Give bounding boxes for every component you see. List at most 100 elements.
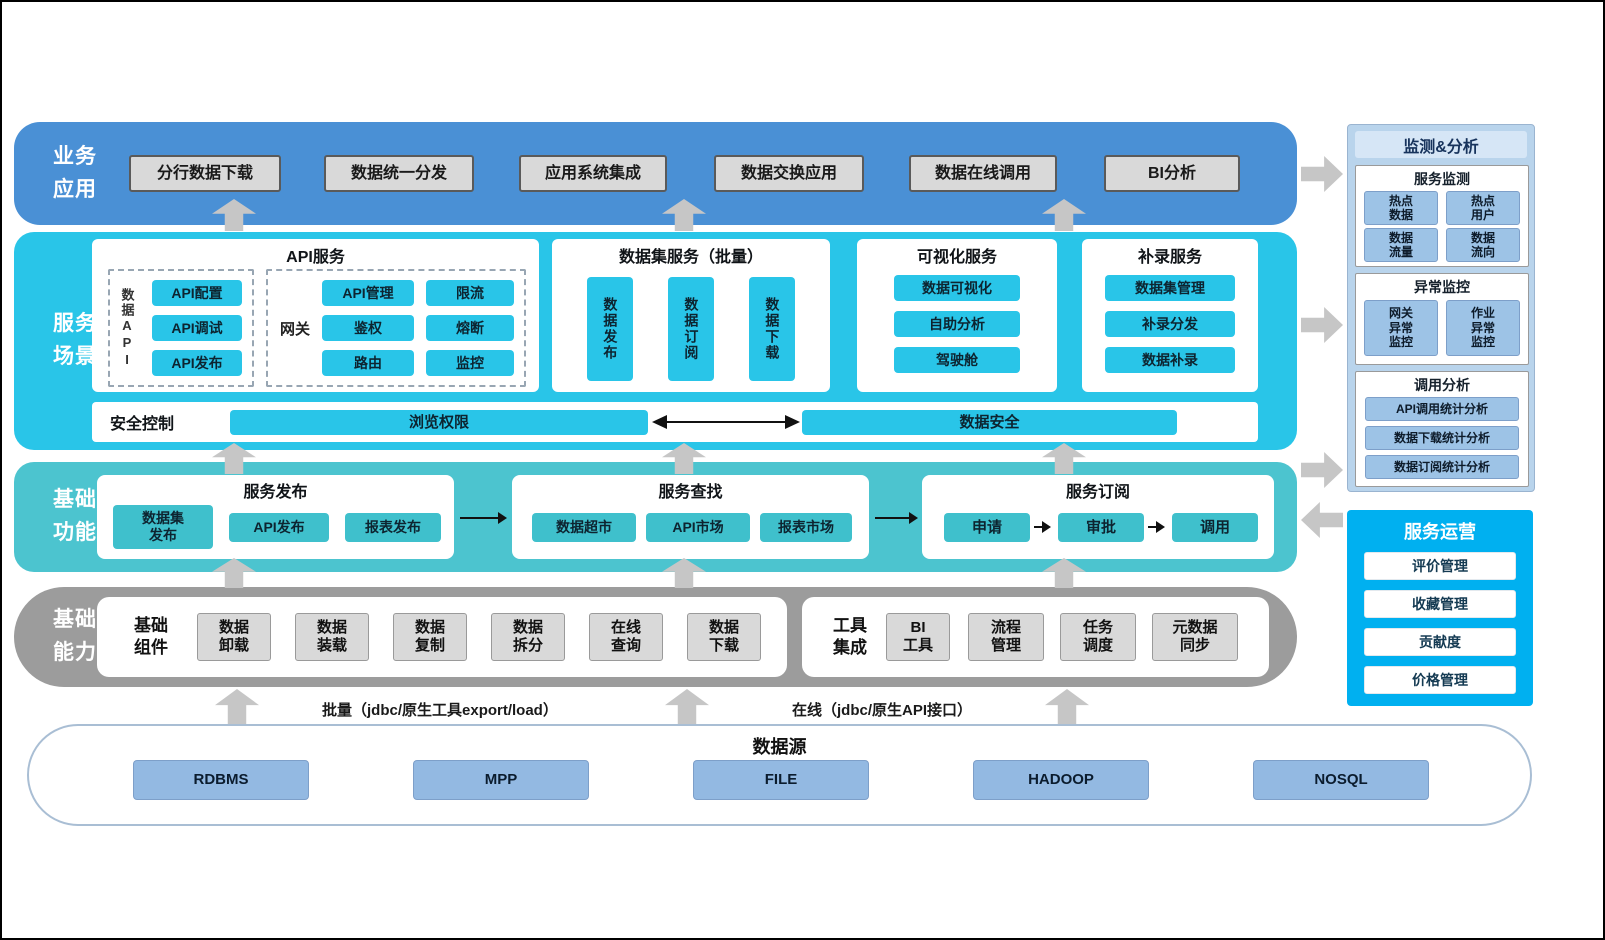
supplement-node: 数据集管理 [1105,275,1235,301]
call-analysis-title: 调用分析 [1414,377,1470,393]
tool-node: 任务 调度 [1060,613,1136,661]
gateway-node: 路由 [322,350,414,376]
component-node: 在线 查询 [589,613,663,661]
business-app-node: 数据在线调用 [909,155,1057,192]
flow-arrow-icon [1034,521,1051,533]
panel-service-subscribe: 服务订阅 申请 审批 调用 [922,475,1274,559]
right-arrow-icon [1301,307,1343,343]
tool-node: 元数据 同步 [1152,613,1238,661]
monitor-node: 数据 流向 [1446,228,1520,262]
tool-integration-label: 工具 集成 [833,615,867,657]
flow-arrow-icon [875,512,918,524]
monitor-node: 热点 用户 [1446,191,1520,225]
panel-visual-service: 可视化服务 数据可视化 自助分析 驾驶舱 [857,239,1057,392]
supplement-node: 数据补录 [1105,347,1235,373]
panel-supplement-service: 补录服务 数据集管理 补录分发 数据补录 [1082,239,1258,392]
call-analysis-box: 调用分析 API调用统计分析 数据下载统计分析 数据订阅统计分析 [1355,371,1529,487]
datasource-node: HADOOP [973,760,1149,800]
visual-node: 数据可视化 [894,275,1020,301]
subscribe-node: 申请 [944,513,1030,542]
tool-node: BI 工具 [886,613,950,661]
analysis-node: 数据下载统计分析 [1365,426,1519,450]
gateway-node: API管理 [322,280,414,306]
dataset-node: 数据下载 [749,277,795,381]
business-app-node: 应用系统集成 [519,155,667,192]
right-arrow-icon [1301,156,1343,192]
monitor-node: 数据 流量 [1364,228,1438,262]
layer-functions-label: 基础 功能 [53,488,97,544]
search-node: 数据超市 [532,513,636,542]
panel-service-publish: 服务发布 数据集 发布 API发布 报表发布 [97,475,454,559]
search-node: 报表市场 [760,513,852,542]
component-node: 数据 复制 [393,613,467,661]
gateway-node: 熔断 [426,315,514,341]
business-app-node: BI分析 [1104,155,1240,192]
operation-node: 贡献度 [1364,628,1516,656]
operation-node: 价格管理 [1364,666,1516,694]
right-arrow-icon [1301,452,1343,488]
business-app-node: 数据交换应用 [714,155,864,192]
layer-business-apps: 业务 应用 分行数据下载 数据统一分发 应用系统集成 数据交换应用 数据在线调用… [14,122,1297,225]
layer-basic-functions: 基础 功能 服务发布 数据集 发布 API发布 报表发布 服务查找 数据超市 A… [14,462,1297,572]
component-node: 数据 拆分 [491,613,565,661]
online-flow-label: 在线（jdbc/原生API接口） [792,702,973,719]
security-control-label: 安全控制 [110,416,175,433]
api-config-node: API配置 [152,280,242,306]
component-node: 数据 卸载 [197,613,271,661]
gateway-node: 监控 [426,350,514,376]
data-api-group: 数据API API配置 API调试 API发布 [108,269,254,387]
analysis-node: 数据订阅统计分析 [1365,455,1519,479]
supplement-service-title: 补录服务 [1137,249,1202,266]
monitor-node: 热点 数据 [1364,191,1438,225]
datasource-node: RDBMS [133,760,309,800]
datasource-container: 数据源 RDBMS MPP FILE HADOOP NOSQL [27,724,1532,826]
analysis-node: API调用统计分析 [1365,397,1519,421]
service-publish-title: 服务发布 [243,484,308,501]
layer-service-scene: 服务 场景 API服务 数据API API配置 API调试 API发布 网关 A… [14,232,1297,450]
panel-monitor-analysis: 监测&分析 服务监测 热点 数据 热点 用户 数据 流量 数据 流向 异常监控 … [1347,124,1535,492]
layer-scene-label: 服务 场景 [53,312,97,368]
datasource-node: MPP [413,760,589,800]
dataset-service-title: 数据集服务（批量） [618,249,763,266]
component-node: 数据 下载 [687,613,761,661]
tool-node: 流程 管理 [968,613,1044,661]
visual-node: 驾驶舱 [894,347,1020,373]
component-node: 数据 装载 [295,613,369,661]
exception-node: 作业 异常 监控 [1446,300,1520,356]
up-arrow-icon [215,689,259,724]
batch-flow-label: 批量（jdbc/原生工具export/load） [322,702,558,719]
gateway-group: 网关 API管理 限流 鉴权 熔断 路由 监控 [266,269,526,387]
visual-service-title: 可视化服务 [916,249,997,266]
publish-node: 数据集 发布 [113,505,213,549]
dataset-node: 数据订阅 [668,277,714,381]
up-arrow-icon [1045,689,1089,724]
service-monitor-title: 服务监测 [1414,171,1470,187]
layer-capability-label: 基础 能力 [53,608,97,664]
up-arrow-icon [665,689,709,724]
operation-node: 评价管理 [1364,552,1516,580]
business-app-node: 数据统一分发 [324,155,474,192]
panel-tool-integration: 工具 集成 BI 工具 流程 管理 任务 调度 元数据 同步 [802,597,1269,677]
panel-dataset-service: 数据集服务（批量） 数据发布 数据订阅 数据下载 [552,239,830,392]
flow-arrow-icon [460,512,507,524]
basic-components-label: 基础 组件 [134,615,168,657]
exception-monitor-title: 异常监控 [1414,279,1470,295]
browse-permission-node: 浏览权限 [230,410,648,435]
business-app-node: 分行数据下载 [129,155,281,192]
dataset-node: 数据发布 [587,277,633,381]
panel-service-search: 服务查找 数据超市 API市场 报表市场 [512,475,869,559]
security-control-bar: 安全控制 浏览权限 数据安全 [92,402,1258,442]
exception-monitor-box: 异常监控 网关 异常 监控 作业 异常 监控 [1355,273,1529,365]
operation-node: 收藏管理 [1364,590,1516,618]
panel-basic-components: 基础 组件 数据 卸载 数据 装载 数据 复制 数据 拆分 在线 查询 数据 下… [97,597,787,677]
gateway-node: 鉴权 [322,315,414,341]
subscribe-node: 审批 [1058,513,1144,542]
api-debug-node: API调试 [152,315,242,341]
visual-node: 自助分析 [894,311,1020,337]
api-publish-node: API发布 [152,350,242,376]
double-arrow-icon [652,415,800,429]
datasource-node: FILE [693,760,869,800]
exception-node: 网关 异常 监控 [1364,300,1438,356]
layer-basic-capability: 基础 能力 基础 组件 数据 卸载 数据 装载 数据 复制 数据 拆分 在线 查… [14,587,1297,687]
